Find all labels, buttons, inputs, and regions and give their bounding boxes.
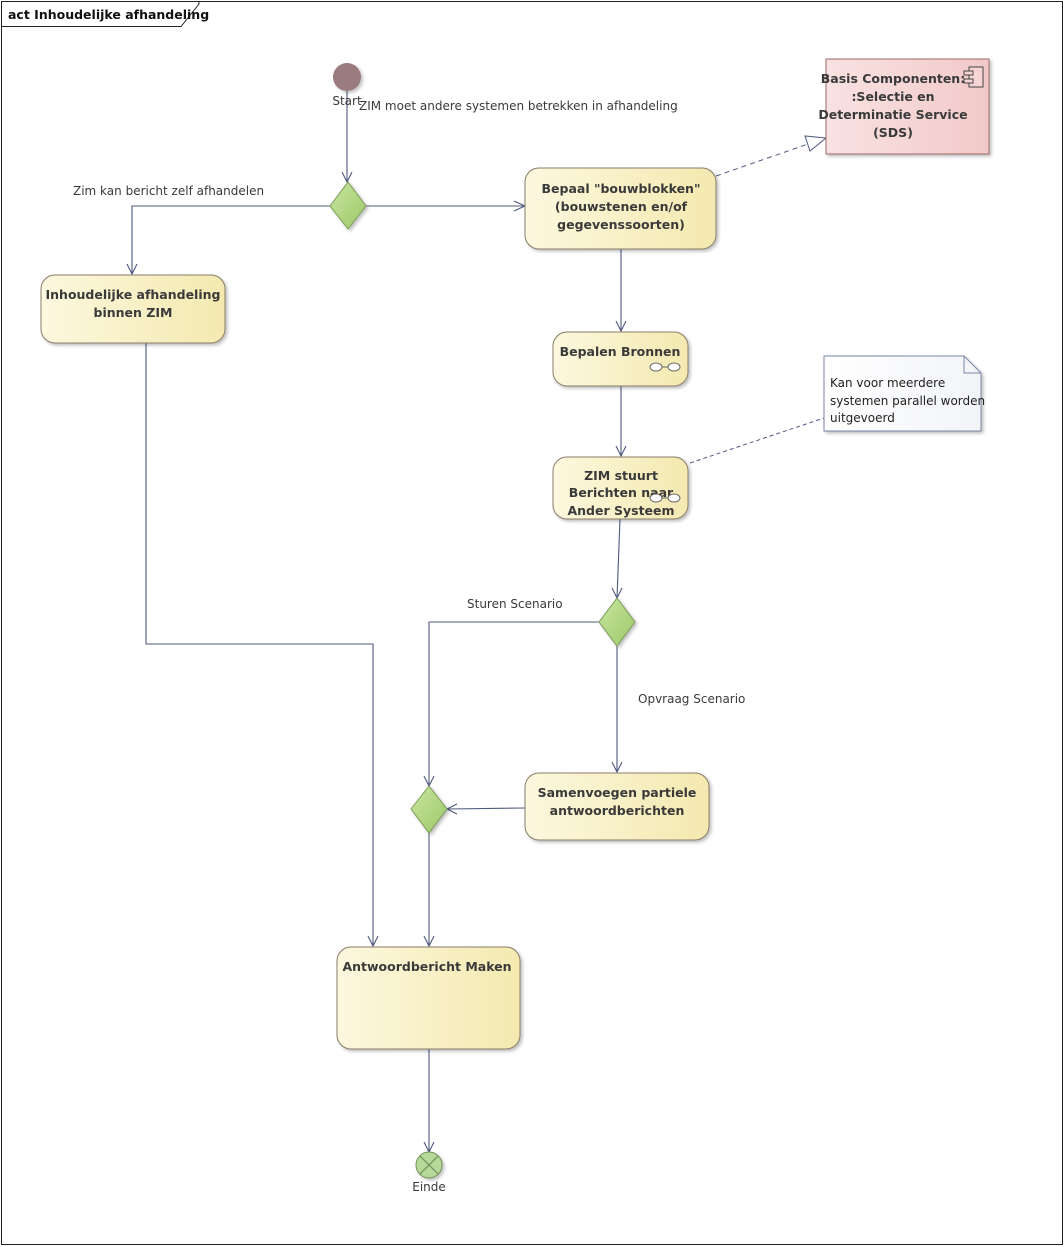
- activity-label-line: binnen ZIM: [94, 305, 173, 320]
- merge-node[interactable]: [410, 785, 448, 834]
- start-node[interactable]: [333, 63, 361, 91]
- arrowhead: [126, 263, 138, 276]
- activity-label-line: antwoordberichten: [550, 803, 685, 818]
- edge-decision2-to-decision3: [428, 621, 599, 786]
- subactivity-rake-icon: [649, 493, 681, 503]
- activity-label-line: (bouwstenen en/of: [555, 199, 688, 214]
- subactivity-rake-icon: [649, 362, 681, 372]
- decision-node-2[interactable]: [598, 597, 636, 647]
- edge-label-sturen: Sturen Scenario: [467, 597, 563, 611]
- activity-antwoordbericht-maken[interactable]: Antwoordbericht Maken: [336, 946, 521, 1050]
- component-label-line: (SDS): [873, 125, 913, 140]
- activity-label-line: ZIM stuurt: [584, 468, 658, 483]
- activity-samenvoegen[interactable]: Samenvoegen partiele antwoordberichten: [524, 772, 710, 841]
- note-anchor-line: [689, 417, 825, 464]
- component-label-line: Basis Componenten:: [821, 71, 965, 86]
- activity-label-line: gegevenssoorten): [557, 217, 685, 232]
- activity-zim-stuurt[interactable]: ZIM stuurt Berichten naar Ander Systeem: [552, 456, 689, 520]
- activity-label-line: Inhoudelijke afhandeling: [46, 287, 221, 302]
- note-line: Kan voor meerdere: [830, 376, 945, 390]
- arrowhead: [341, 171, 353, 184]
- component-icon: [963, 66, 984, 88]
- component-label-line: Determinatie Service: [818, 107, 967, 122]
- frame-title: act Inhoudelijke afhandeling: [8, 7, 209, 22]
- realization-edge: [715, 135, 828, 177]
- end-label: Einde: [412, 1180, 446, 1194]
- note-line: uitgevoerd: [830, 411, 895, 425]
- activity-bepalen-bronnen[interactable]: Bepalen Bronnen: [552, 331, 689, 387]
- activity-label-line: Berichten naar: [569, 485, 674, 500]
- frame-title-tab: [1, 1, 200, 27]
- edge-label-zim-andere: ZIM moet andere systemen betrekken in af…: [359, 99, 678, 113]
- edge-zim-to-decision2: [616, 518, 621, 599]
- activity-label-line: Bepalen Bronnen: [560, 344, 681, 359]
- activity-label-line: Ander Systeem: [567, 503, 674, 518]
- edge-decision-to-inhoudelijke: [131, 205, 330, 274]
- component-label-line: :Selectie en: [851, 89, 934, 104]
- activity-bepaal-bouwblokken[interactable]: Bepaal "bouwblokken" (bouwstenen en/of g…: [524, 167, 717, 250]
- edge-label-opvraag: Opvraag Scenario: [638, 692, 745, 706]
- component-sds[interactable]: Basis Componenten: :Selectie en Determin…: [818, 58, 990, 155]
- note-line: systemen parallel worden: [830, 394, 985, 408]
- arrowhead: [367, 935, 379, 948]
- activity-label-line: Samenvoegen partiele: [538, 785, 697, 800]
- end-node[interactable]: [415, 1151, 443, 1179]
- arrowhead: [423, 935, 435, 948]
- arrowhead: [611, 761, 623, 774]
- start-label: Start: [332, 94, 362, 108]
- decision-node-1[interactable]: [329, 181, 367, 230]
- arrowhead: [615, 320, 627, 333]
- edge-samenvoegen-to-decision3: [446, 807, 526, 810]
- note-parallel[interactable]: Kan voor meerdere systemen parallel word…: [823, 355, 985, 432]
- activity-label-line: Bepaal "bouwblokken": [542, 181, 701, 196]
- arrowhead: [615, 445, 627, 458]
- activity-label-line: Antwoordbericht Maken: [342, 959, 511, 974]
- edge-label-zim-zelf: Zim kan bericht zelf afhandelen: [73, 184, 264, 198]
- edge-inhoudelijke-to-antwoord: [145, 343, 374, 946]
- activity-inhoudelijke-afhandeling[interactable]: Inhoudelijke afhandeling binnen ZIM: [40, 274, 226, 344]
